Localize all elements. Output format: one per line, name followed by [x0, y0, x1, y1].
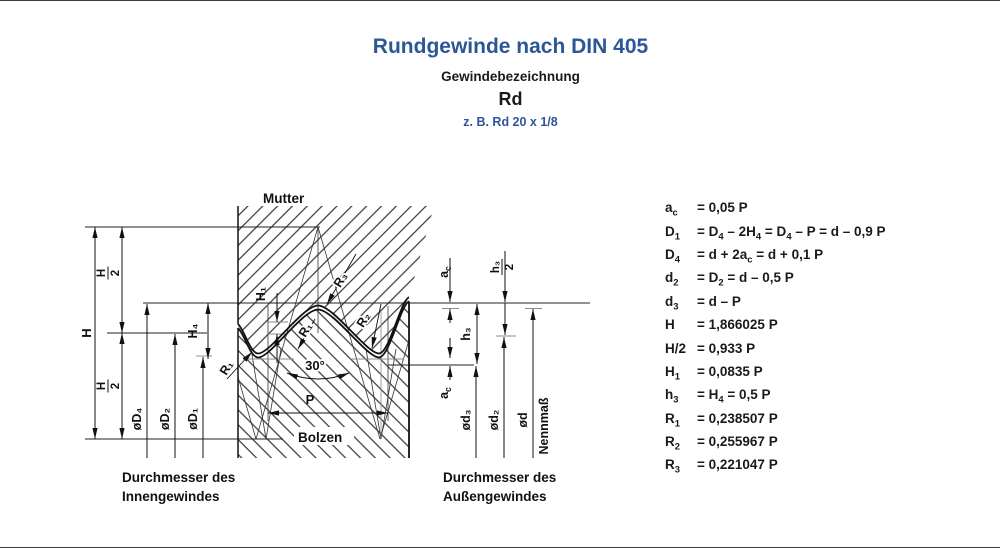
formula-symbol: R3 [665, 457, 680, 477]
dim-label-ac-upper: ac [437, 266, 453, 278]
formula-expression: = D4 – 2H4 = D4 – P = d – 0,9 P [697, 223, 886, 243]
formula-expression: = 0,933 P [697, 340, 756, 356]
formula-symbol: D1 [665, 223, 680, 243]
dim-label-dd: ød [516, 412, 530, 427]
formula-expression: = 0,221047 P [697, 457, 778, 473]
dimension-lines [92, 227, 536, 458]
angle-label: 30° [305, 358, 325, 373]
formula-row: D4 = d + 2ac = d + 0,1 P [665, 243, 886, 266]
bolt-label: Bolzen [298, 430, 342, 445]
radius-leaders [226, 253, 382, 380]
formula-row: D1 = D4 – 2H4 = D4 – P = d – 0,9 P [665, 219, 886, 242]
formula-symbol: R1 [665, 410, 680, 430]
formula-row: d2 = D2 = d – 0,5 P [665, 266, 886, 289]
formula-expression: = D2 = d – 0,5 P [697, 270, 794, 290]
formula-expression: = 1,866025 P [697, 317, 778, 333]
dim-label-h3-half: h₃ 2 [490, 259, 516, 275]
formula-expression: = 0,0835 P [697, 363, 763, 379]
formula-symbol: H [665, 317, 675, 333]
formula-symbol: D4 [665, 246, 680, 266]
svg-text:H: H [96, 269, 108, 277]
designation-example: z. B. Rd 20 x 1/8 [463, 115, 558, 129]
bolt-thread-profile [237, 300, 410, 359]
thread-diagram: Mutter Bolzen H H 2 H 2 h₃ 2 H₄ H₁ øD₄ ø… [79, 191, 590, 504]
formula-symbol: H1 [665, 363, 680, 383]
outer-thread-caption-line1: Durchmesser des [443, 470, 556, 485]
svg-text:2: 2 [110, 270, 122, 276]
svg-text:H: H [96, 382, 108, 390]
formula-expression: = 0,05 P [697, 200, 748, 216]
formula-row: R2 = 0,255967 P [665, 430, 886, 453]
dim-label-h-half-lower: H 2 [96, 379, 122, 393]
dim-label-h1: H₁ [254, 287, 268, 301]
pitch-label: P [306, 392, 315, 407]
section-edges [237, 206, 410, 458]
dim-label-dD4: øD₄ [130, 408, 144, 431]
nut-label: Mutter [263, 191, 305, 206]
formula-row: R3 = 0,221047 P [665, 453, 886, 476]
formula-row: ac = 0,05 P [665, 196, 886, 219]
formula-symbol: h3 [665, 387, 679, 406]
subtitle: Gewindebezeichnung [441, 69, 580, 84]
dim-label-dd2: ød₂ [487, 410, 501, 431]
formula-row: H/2 = 0,933 P [665, 336, 886, 359]
formula-expression: = d – P [697, 293, 741, 309]
formula-expression: = 0,255967 P [697, 434, 778, 450]
formula-symbol: d2 [665, 270, 679, 290]
formula-row: h3 = H4 = 0,5 P [665, 383, 886, 406]
nut-thread-profile [237, 296, 410, 355]
formula-symbol: H/2 [665, 340, 687, 356]
outer-thread-caption-line2: Außengewindes [443, 489, 547, 504]
dim-label-h: H [79, 328, 94, 337]
svg-text:h₃: h₃ [490, 261, 502, 273]
dim-label-dD1: øD₁ [186, 408, 200, 430]
formula-expression: = d + 2ac = d + 0,1 P [697, 246, 824, 266]
dim-label-dd3: ød₃ [459, 409, 473, 430]
dim-label-dD2: øD₂ [158, 408, 172, 430]
formula-row: H1 = 0,0835 P [665, 360, 886, 383]
inner-thread-caption-line1: Durchmesser des [122, 470, 235, 485]
formula-symbol: R2 [665, 434, 680, 453]
formula-symbol: ac [665, 200, 678, 219]
bolt-label-backing [294, 427, 354, 445]
svg-text:2: 2 [504, 264, 516, 270]
formula-row: R1 = 0,238507 P [665, 407, 886, 430]
dim-label-nennmass: Nennmaß [537, 397, 551, 454]
formula-row: H = 1,866025 P [665, 313, 886, 336]
svg-text:2: 2 [110, 383, 122, 389]
nut-section-hatch [238, 206, 434, 354]
page-title: Rundgewinde nach DIN 405 [372, 35, 649, 58]
formula-expression: = 0,238507 P [697, 410, 778, 426]
thread-designation: Rd [498, 89, 523, 109]
dim-label-h3: h₃ [459, 327, 473, 341]
formula-symbol: d3 [665, 293, 679, 313]
formula-expression: = H4 = 0,5 P [697, 387, 771, 406]
formula-list: ac = 0,05 P D1 = D4 – 2H4 = D4 – P = d – 0,… [665, 196, 886, 477]
formula-row: d3 = d – P [665, 290, 886, 313]
dim-label-h4: H₄ [186, 323, 200, 338]
dim-label-h-half-upper: H 2 [96, 266, 122, 280]
radius-label-r1-root: R₁ [217, 358, 236, 377]
inner-thread-caption-line2: Innengewindes [122, 489, 220, 504]
dim-label-ac-lower: ac [437, 387, 453, 399]
